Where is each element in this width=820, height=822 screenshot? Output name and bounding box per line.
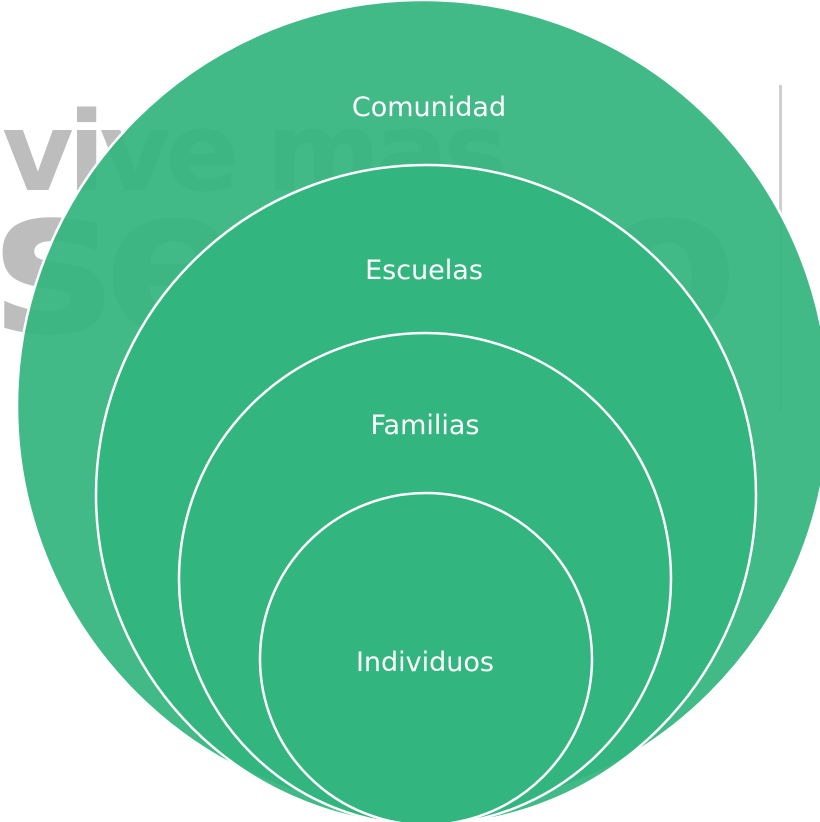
ring-individuos: Individuos (258, 491, 594, 822)
label-comunidad: Comunidad (352, 92, 506, 123)
label-escuelas: Escuelas (365, 255, 483, 286)
label-individuos: Individuos (356, 647, 494, 678)
label-familias: Familias (370, 410, 479, 441)
circle-individuos (258, 491, 594, 822)
